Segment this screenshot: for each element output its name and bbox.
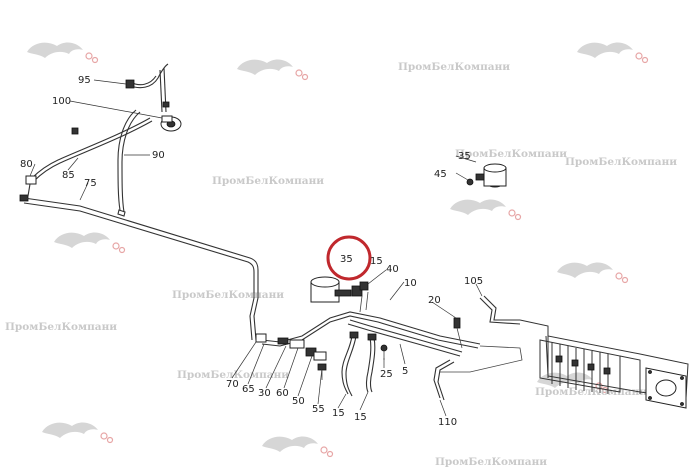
lower-fittings: [255, 333, 327, 380]
callout-label: 90: [152, 150, 165, 161]
watermark-text: ПромБелКомпани: [435, 456, 547, 468]
filter-35-upper: [466, 163, 507, 188]
callout-label: 70: [226, 379, 239, 390]
callout-label: 5: [402, 366, 408, 377]
callout-label: 20: [428, 295, 441, 306]
watermark-text: ПромБелКомпани: [398, 61, 510, 73]
callout-label: 25: [380, 369, 393, 380]
callout-label: 10: [404, 278, 417, 289]
watermark-logo: [27, 42, 99, 64]
watermark-logo: [42, 422, 114, 444]
callout-label: 15: [354, 412, 367, 423]
filter-35-assembly: [310, 276, 369, 303]
watermark-logo: [577, 42, 649, 64]
callout-label: 45: [434, 169, 447, 180]
watermark-logo: [262, 436, 334, 458]
upper-left-assembly: [19, 63, 182, 217]
watermark-logo: [450, 199, 522, 221]
callout-label: 60: [276, 388, 289, 399]
callout-label: 40: [386, 264, 399, 275]
hoses-15: [341, 331, 388, 397]
callout-label: 110: [438, 417, 457, 428]
callout-label: 95: [78, 75, 91, 86]
watermark-text: ПромБелКомпани: [565, 156, 677, 168]
callout-label: 100: [52, 96, 71, 107]
callout-label: 55: [312, 404, 325, 415]
callout-label: 75: [84, 178, 97, 189]
valve-block: [519, 319, 689, 409]
watermark-logo: [557, 262, 629, 284]
callout-label: 15: [370, 256, 383, 267]
long-pipe-75: [23, 197, 259, 341]
watermark-logo: [237, 59, 309, 81]
watermark-text: ПромБелКомпани: [177, 369, 289, 381]
callout-label: 30: [258, 388, 271, 399]
pipe-network: [261, 291, 523, 401]
watermark-text: ПромБелКомпани: [212, 175, 324, 187]
leader-lines: [29, 79, 483, 417]
highlight-circle: [326, 235, 372, 281]
callout-label: 65: [242, 384, 255, 395]
watermark-text: ПромБелКомпани: [455, 148, 567, 160]
callout-label: 15: [332, 408, 345, 419]
callout-label: 85: [62, 170, 75, 181]
watermark-text: ПромБелКомпани: [172, 289, 284, 301]
callout-labels: 95 100 90 80 85 75 35 45 35 40 10 15 105…: [20, 75, 483, 428]
callout-label: 35: [340, 254, 353, 265]
watermark-text: ПромБелКомпани: [535, 386, 647, 398]
callout-label: 50: [292, 396, 305, 407]
watermark-text: ПромБелКомпани: [5, 321, 117, 333]
callout-label: 35: [458, 151, 471, 162]
callout-label: 80: [20, 159, 33, 170]
callout-label: 105: [464, 276, 483, 287]
watermark-logo: [54, 232, 126, 254]
